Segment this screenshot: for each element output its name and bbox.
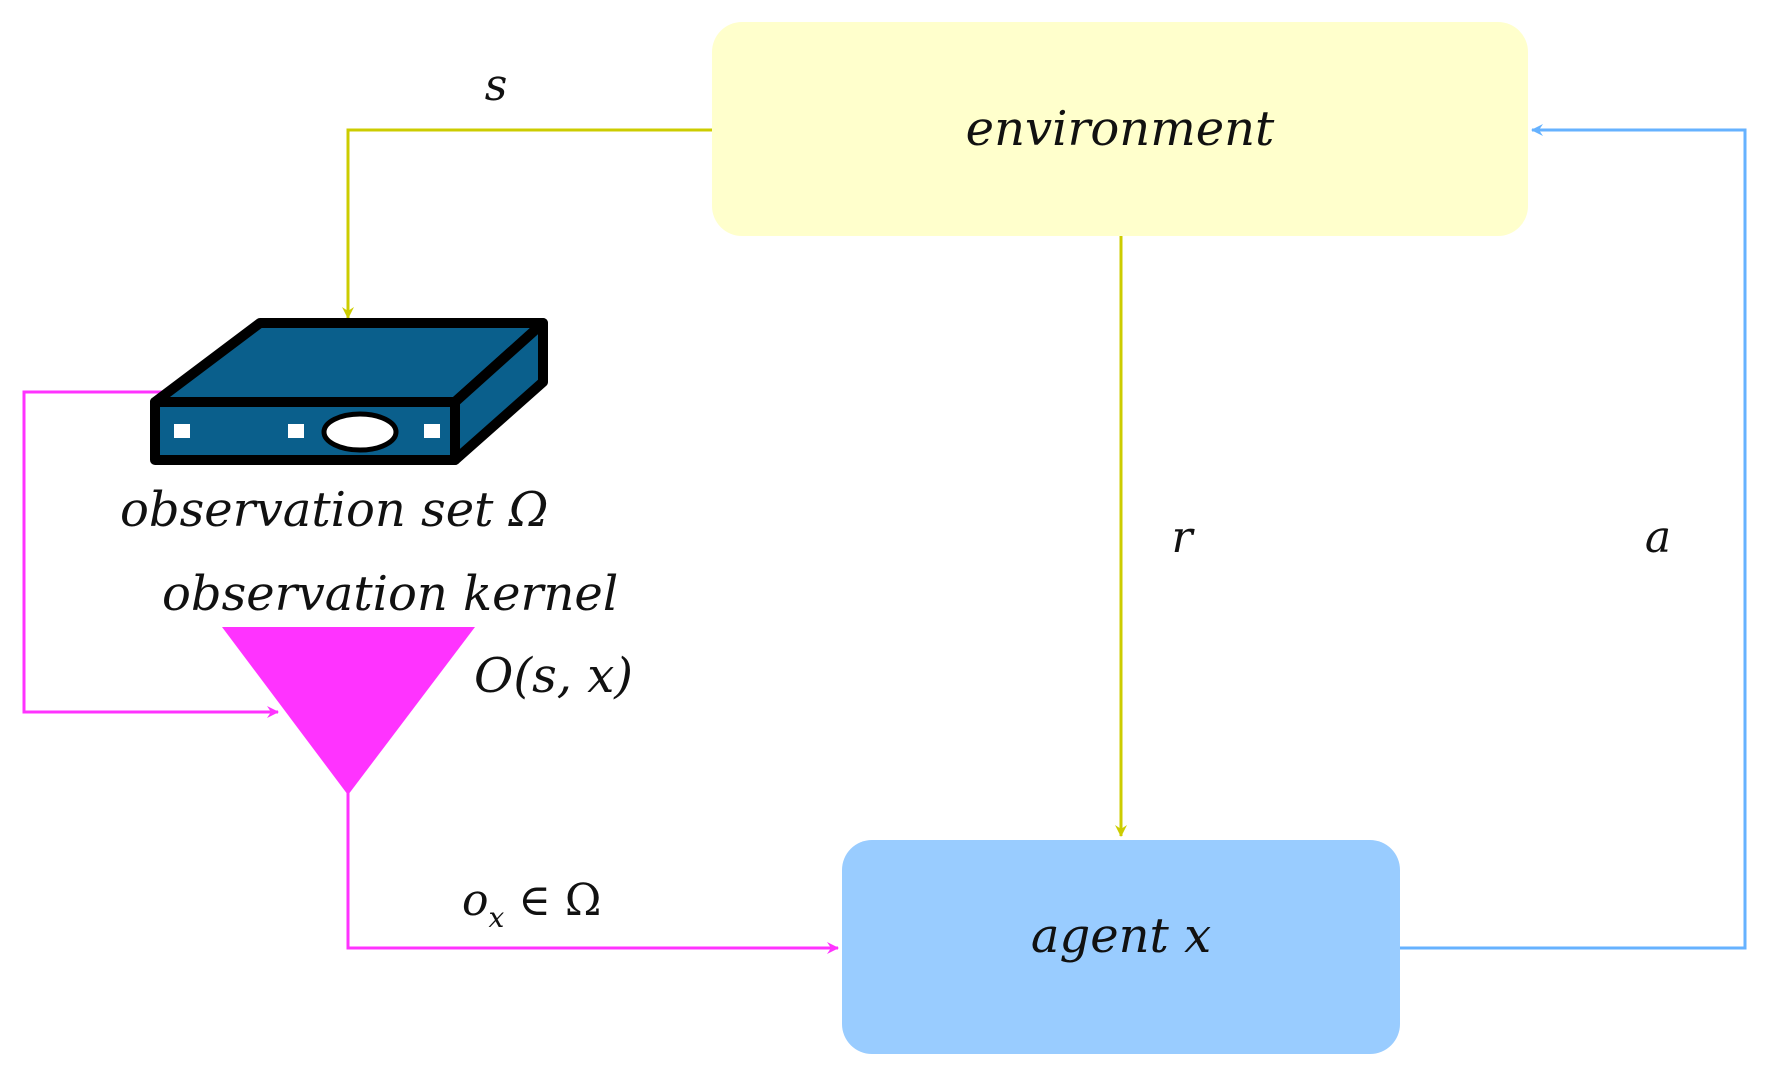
- edge-action-line: [1400, 124, 1747, 950]
- agent-node: agent x: [842, 840, 1400, 1054]
- edge-kernel-input: [22, 390, 279, 718]
- edge-observation-label: ox ∈ Ω: [462, 875, 601, 934]
- edge-observation-label-rest: ∈ Ω: [504, 875, 601, 926]
- router-device-front: [150, 397, 460, 465]
- inverted-triangle-icon: [222, 627, 475, 795]
- observation-set-label: observation set Ω: [120, 482, 548, 538]
- edge-action-label: a: [1645, 512, 1671, 563]
- agent-label: agent x: [1031, 908, 1211, 964]
- router-led-3: [424, 424, 440, 438]
- edge-state-label: s: [485, 60, 508, 111]
- environment-label: environment: [966, 101, 1275, 157]
- environment-node: environment: [712, 22, 1528, 236]
- edge-state: s: [342, 60, 712, 319]
- edge-observation: ox ∈ Ω: [346, 792, 839, 954]
- agent-box: [842, 840, 1400, 1054]
- edge-observation-label-sub: x: [489, 901, 505, 934]
- edge-reward-label: r: [1171, 512, 1195, 563]
- router-display: [321, 411, 399, 453]
- router-device-icon: [150, 318, 548, 465]
- observation-kernel-node: observation kernel O(s, x): [162, 566, 633, 795]
- edge-kernel-input-line: [22, 390, 279, 718]
- edge-observation-line: [346, 792, 839, 954]
- observation-kernel-formula: O(s, x): [474, 648, 633, 704]
- edge-observation-label-base: o: [462, 875, 489, 926]
- router-led-1: [174, 424, 190, 438]
- observation-kernel-label: observation kernel: [162, 566, 618, 622]
- router-led-2: [288, 424, 304, 438]
- edge-action: a: [1400, 124, 1747, 950]
- edge-state-line: [342, 128, 712, 319]
- edge-reward: r: [1115, 236, 1195, 837]
- environment-box: [712, 22, 1528, 236]
